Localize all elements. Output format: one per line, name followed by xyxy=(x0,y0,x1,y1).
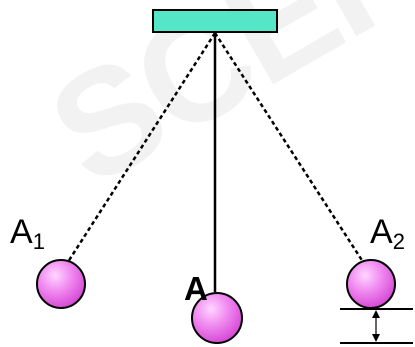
label-a: A xyxy=(184,270,208,307)
bob-center xyxy=(191,292,243,344)
rigid-support xyxy=(152,9,278,33)
bob-right xyxy=(346,259,396,309)
label-a2: A2 xyxy=(370,213,405,254)
string-right-dashed xyxy=(213,32,367,266)
height-arrow-head-up xyxy=(372,310,380,318)
bob-left xyxy=(36,259,86,309)
label-a1: A1 xyxy=(10,213,45,254)
height-arrow-head-down xyxy=(372,334,380,342)
string-left-dashed xyxy=(64,32,217,266)
